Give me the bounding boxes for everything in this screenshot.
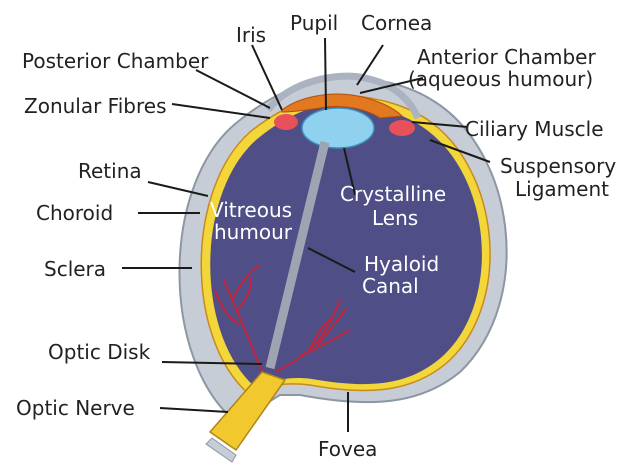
label-pupil: Pupil (290, 12, 338, 34)
crystalline-lens (302, 108, 374, 148)
label-suspensory-1: Suspensory (500, 155, 616, 177)
label-retina: Retina (78, 160, 142, 182)
label-lens-2: Lens (372, 208, 418, 229)
label-anterior-chamber-2: (aqueous humour) (408, 68, 593, 90)
label-lens-1: Crystalline (340, 184, 446, 205)
label-zonular-fibres: Zonular Fibres (24, 95, 167, 117)
label-optic-disk: Optic Disk (48, 341, 150, 363)
label-sclera: Sclera (44, 258, 106, 280)
label-vitreous-2: humour (214, 222, 292, 243)
label-suspensory-2: Ligament (515, 178, 609, 200)
label-posterior-chamber: Posterior Chamber (22, 50, 208, 72)
label-hyaloid-1: Hyaloid (364, 254, 439, 275)
label-vitreous-1: Vitreous (210, 200, 292, 221)
label-ciliary-muscle: Ciliary Muscle (465, 118, 604, 140)
label-anterior-chamber-1: Anterior Chamber (417, 46, 596, 68)
ciliary-muscle-right (389, 120, 415, 136)
label-choroid: Choroid (36, 202, 113, 224)
ciliary-muscle-left (274, 114, 298, 130)
label-cornea: Cornea (361, 12, 432, 34)
label-optic-nerve: Optic Nerve (16, 397, 135, 419)
label-iris: Iris (236, 24, 266, 46)
label-hyaloid-2: Canal (362, 276, 419, 297)
label-fovea: Fovea (318, 438, 377, 460)
